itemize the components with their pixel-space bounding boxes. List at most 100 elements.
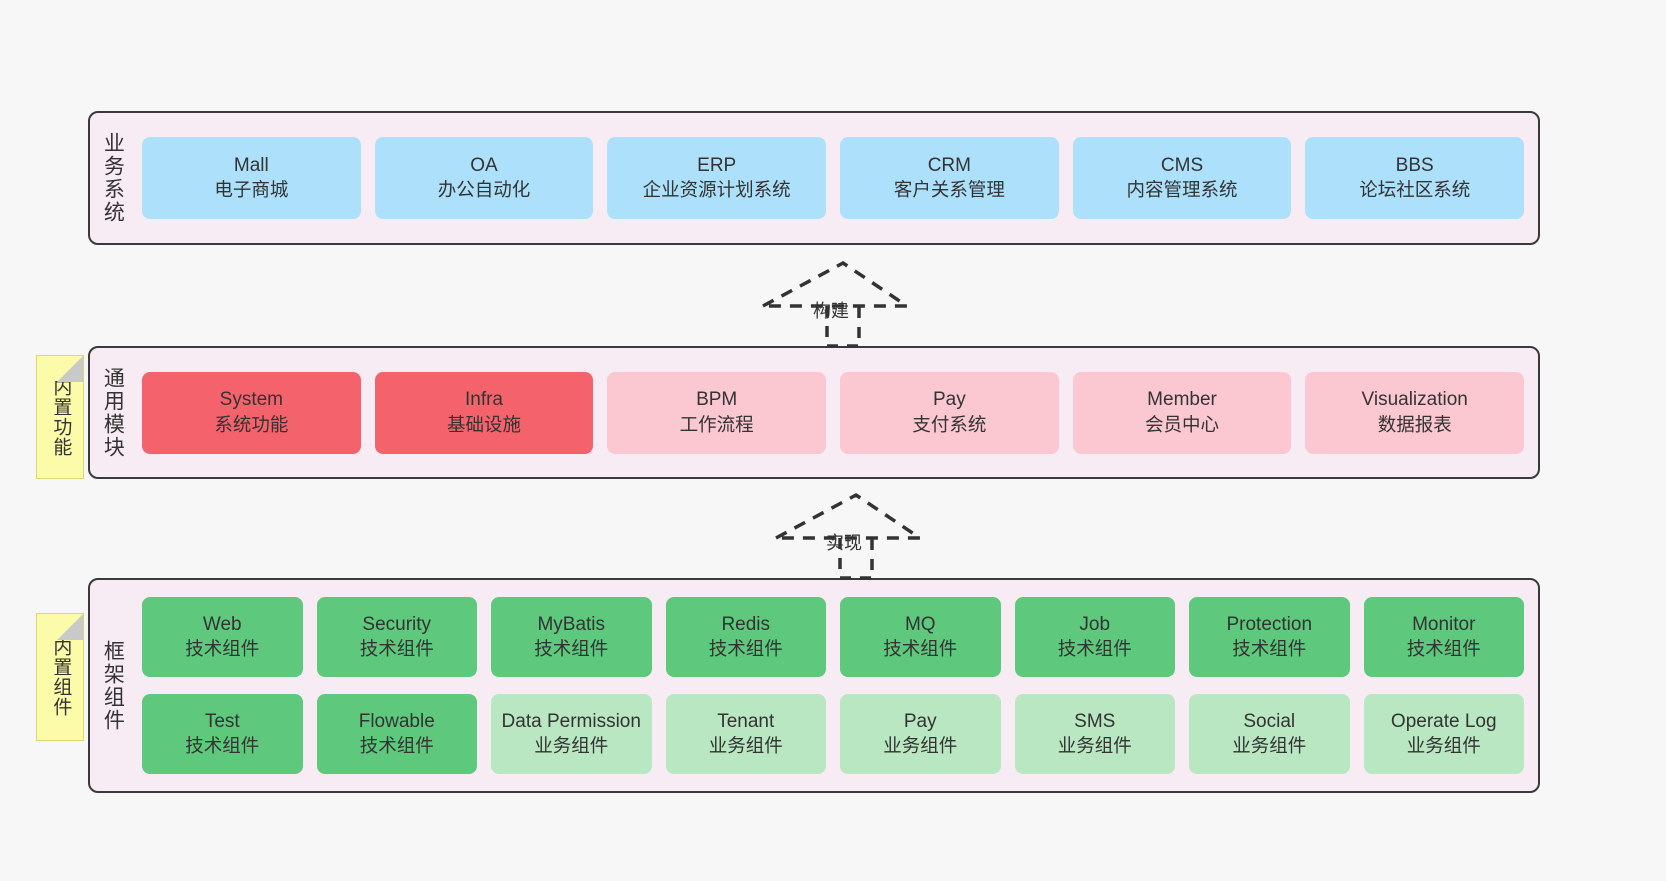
modules-card-row: System 系统功能 Infra 基础设施 BPM 工作流程 Pay 支付系统… [142, 371, 1525, 454]
card-tenant-title: Tenant [717, 710, 775, 732]
card-crm[interactable]: CRM 客户关系管理 [840, 137, 1059, 219]
card-sms[interactable]: SMS 业务组件 [1014, 694, 1175, 774]
card-test[interactable]: Test 技术组件 [142, 694, 303, 774]
card-security-title: Security [362, 613, 432, 635]
card-data-permission-subtitle: 业务组件 [534, 735, 609, 757]
connector-build-arrow-icon [762, 260, 913, 348]
card-monitor[interactable]: Monitor 技术组件 [1363, 597, 1524, 677]
card-operate-log[interactable]: Operate Log 业务组件 [1363, 694, 1524, 774]
card-infra-title: Infra [464, 389, 504, 411]
card-erp-subtitle: 企业资源计划系统 [642, 179, 791, 201]
card-mybatis-subtitle: 技术组件 [534, 638, 609, 660]
card-member-title: Member [1147, 389, 1217, 411]
card-system-subtitle: 系统功能 [214, 413, 289, 435]
business-card-row: Mall 电子商城 OA 办公自动化 ERP 企业资源计划系统 CRM 客户关系… [142, 137, 1525, 219]
layer-business-title: 业务系统 [101, 132, 125, 224]
card-protection-title: Protection [1226, 613, 1313, 635]
layer-framework-body: Web 技术组件 Security 技术组件 MyBatis 技术组件 Redi… [134, 580, 1538, 791]
framework-row-business: Test 技术组件 Flowable 技术组件 Data Permission … [142, 694, 1524, 774]
card-mall-title: Mall [233, 154, 269, 176]
card-operate-log-title: Operate Log [1390, 710, 1497, 732]
card-social-subtitle: 业务组件 [1232, 735, 1307, 757]
framework-row-technical: Web 技术组件 Security 技术组件 MyBatis 技术组件 Redi… [142, 597, 1524, 677]
card-social-title: Social [1243, 710, 1296, 732]
connector-implement-arrow-icon [775, 492, 926, 580]
card-mybatis-title: MyBatis [537, 613, 606, 635]
card-monitor-subtitle: 技术组件 [1406, 638, 1481, 660]
card-bpm[interactable]: BPM 工作流程 [607, 371, 827, 454]
card-mybatis[interactable]: MyBatis 技术组件 [491, 597, 652, 677]
card-flowable-subtitle: 技术组件 [359, 735, 434, 757]
card-web-title: Web [202, 613, 242, 635]
card-erp[interactable]: ERP 企业资源计划系统 [607, 137, 827, 219]
card-redis-subtitle: 技术组件 [708, 638, 783, 660]
layer-modules-title: 通用模块 [101, 366, 125, 459]
card-pay-module[interactable]: Pay 支付系统 [840, 371, 1059, 454]
layer-framework-title: 框架组件 [101, 639, 125, 732]
card-bbs-subtitle: 论坛社区系统 [1359, 179, 1471, 201]
card-infra[interactable]: Infra 基础设施 [374, 371, 594, 454]
card-system[interactable]: System 系统功能 [142, 371, 361, 454]
card-mq-title: MQ [904, 613, 936, 635]
card-visualization[interactable]: Visualization 数据报表 [1305, 371, 1525, 454]
card-mq[interactable]: MQ 技术组件 [840, 597, 1001, 677]
card-cms[interactable]: CMS 内容管理系统 [1072, 137, 1292, 219]
card-operate-log-subtitle: 业务组件 [1406, 735, 1481, 757]
card-flowable-title: Flowable [358, 710, 435, 732]
card-test-subtitle: 技术组件 [185, 735, 260, 757]
connector-build-label: 构建 [813, 301, 849, 321]
card-security-subtitle: 技术组件 [359, 638, 434, 660]
card-security[interactable]: Security 技术组件 [316, 597, 477, 677]
note-builtin-features: 内置功能 [36, 355, 84, 479]
card-oa[interactable]: OA 办公自动化 [374, 137, 594, 219]
card-sms-subtitle: 业务组件 [1057, 735, 1132, 757]
card-job[interactable]: Job 技术组件 [1014, 597, 1175, 677]
card-member[interactable]: Member 会员中心 [1072, 371, 1292, 454]
layer-business-body: Mall 电子商城 OA 办公自动化 ERP 企业资源计划系统 CRM 客户关系… [134, 113, 1538, 243]
card-social[interactable]: Social 业务组件 [1189, 694, 1350, 774]
card-mq-subtitle: 技术组件 [883, 638, 958, 660]
note-builtin-features-label: 内置功能 [50, 377, 72, 457]
card-cms-subtitle: 内容管理系统 [1126, 179, 1238, 201]
layer-framework-components: 框架组件 Web 技术组件 Security 技术组件 MyBatis 技术组件… [88, 578, 1540, 793]
card-bpm-title: BPM [696, 389, 738, 411]
card-tenant-subtitle: 业务组件 [708, 735, 783, 757]
note-builtin-components-label: 内置组件 [50, 637, 72, 717]
card-protection[interactable]: Protection 技术组件 [1189, 597, 1350, 677]
layer-modules-body: System 系统功能 Infra 基础设施 BPM 工作流程 Pay 支付系统… [134, 348, 1538, 477]
card-pay-component[interactable]: Pay 业务组件 [840, 694, 1001, 774]
card-visualization-title: Visualization [1361, 389, 1468, 411]
card-job-subtitle: 技术组件 [1057, 638, 1132, 660]
connector-build: 构建 [755, 258, 915, 348]
layer-common-modules: 通用模块 System 系统功能 Infra 基础设施 BPM 工作流程 Pay [88, 346, 1540, 479]
card-bpm-subtitle: 工作流程 [679, 413, 754, 435]
card-member-subtitle: 会员中心 [1145, 413, 1220, 435]
card-flowable[interactable]: Flowable 技术组件 [316, 694, 477, 774]
card-data-permission[interactable]: Data Permission 业务组件 [491, 694, 652, 774]
connector-implement: 实现 [768, 490, 928, 580]
card-pay-module-subtitle: 支付系统 [912, 413, 987, 435]
note-builtin-components: 内置组件 [36, 613, 84, 741]
card-job-title: Job [1079, 613, 1111, 635]
card-bbs-title: BBS [1395, 154, 1434, 176]
card-oa-title: OA [470, 154, 498, 176]
card-web-subtitle: 技术组件 [185, 638, 260, 660]
card-mall-subtitle: 电子商城 [214, 179, 289, 201]
card-redis[interactable]: Redis 技术组件 [665, 597, 826, 677]
card-pay-component-subtitle: 业务组件 [883, 735, 958, 757]
card-tenant[interactable]: Tenant 业务组件 [665, 694, 826, 774]
card-redis-title: Redis [721, 613, 771, 635]
card-system-title: System [219, 389, 284, 411]
card-cms-title: CMS [1160, 154, 1204, 176]
card-pay-module-title: Pay [932, 389, 966, 411]
card-crm-title: CRM [927, 154, 971, 176]
card-erp-title: ERP [697, 154, 737, 176]
card-crm-subtitle: 客户关系管理 [893, 179, 1005, 201]
card-bbs[interactable]: BBS 论坛社区系统 [1305, 137, 1525, 219]
card-web[interactable]: Web 技术组件 [142, 597, 303, 677]
card-oa-subtitle: 办公自动化 [437, 179, 531, 201]
card-mall[interactable]: Mall 电子商城 [142, 137, 361, 219]
card-sms-title: SMS [1074, 710, 1116, 732]
connector-implement-label: 实现 [826, 533, 862, 553]
card-pay-component-title: Pay [903, 710, 937, 732]
